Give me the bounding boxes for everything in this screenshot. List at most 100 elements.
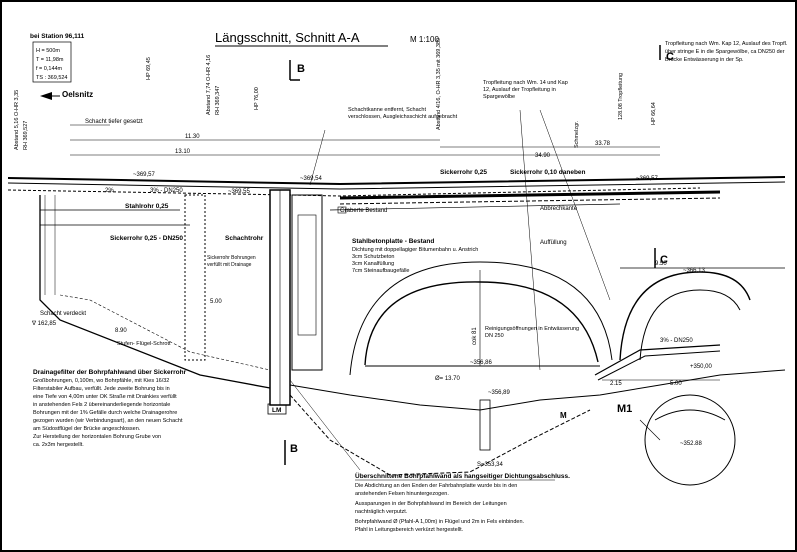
right-arch-inner — [639, 289, 741, 361]
elevation-schacht: ∇ 162,85 — [31, 320, 57, 327]
drainage-line-2: Filterstabiler Aufbau, verfüllt. Jede zw… — [33, 386, 170, 392]
elevation-4: ~369,57 — [636, 176, 659, 182]
right-drain-pipe — [594, 344, 721, 376]
label-tropfleitung-right-wrap: Tropfleitung nach Wm. Kap 12, Auslauf de… — [665, 41, 788, 63]
pile-center — [479, 399, 491, 451]
drainage-line-3: eine Tiefe von 4,00m unter OK Straße mit… — [33, 394, 177, 400]
right-vertical-4: HP 66,64 — [651, 102, 657, 125]
station-param-2: T = 11,98m — [36, 57, 64, 63]
detail-m1-elevation: ~352.88 — [680, 441, 703, 447]
dimension-500-right: 5.00 — [670, 381, 682, 387]
drainage-line-4: in anstehenden Fels 2 übereinanderliegen… — [33, 402, 170, 408]
dimension-215: 2.15 — [610, 381, 622, 387]
leader-tropfleitung-2 — [519, 109, 541, 371]
slope-left: 2% — [105, 188, 114, 194]
label-tropfleitung-right: Tropfleitung nach Wm. Kap 12, Auslauf de… — [665, 41, 788, 63]
section-mark-m: M — [560, 411, 567, 420]
label-schachtkanne: Schachtkanne entfernt, Schacht verschlos… — [348, 107, 458, 120]
bohrpfahl-line-4: nachträglich verputzt. — [355, 509, 408, 515]
label-reinigung: Reinigungsöffnungen in Entwässerung DN 2… — [485, 326, 580, 339]
road-surface-line — [7, 176, 786, 186]
ground-profile-left — [39, 195, 271, 389]
label-stahlbetonplatte-line-3: 3cm Kanalfüllung — [352, 261, 394, 267]
top-vertical-3: RH 369,347 — [215, 86, 221, 115]
fill-boundary — [59, 294, 271, 371]
grabarte-line — [329, 203, 621, 211]
label-schacht-verdeckt: Schacht verdeckt — [40, 311, 86, 317]
dimension-890: 8.90 — [115, 328, 127, 334]
station-param-3: f = 0,144m — [36, 66, 63, 72]
bohrpfahl-line-3: Aussparungen in der Bohrpfahlwand im Ber… — [355, 501, 507, 507]
detail-m1-leader — [639, 419, 661, 441]
arch-span: ~356,86 — [470, 360, 493, 366]
drainage-title: Drainagefilter der Bohrpfahlwand über Si… — [33, 369, 187, 376]
bohrpfahl-line-1: Die Abdichtung an den Enden der Fahrbahn… — [355, 483, 517, 489]
label-stahlbetonplatte-title: Stahlbetonplatte - Bestand — [352, 238, 434, 245]
label-bohrungen: Sickerrohr Bohrungen verfüllt mit Draina… — [207, 255, 256, 268]
label-sickerrohr-left: Sickerrohr 0,25 - DN250 — [110, 235, 183, 242]
drainage-line-9: ca. 2x3m hergestellt. — [33, 442, 84, 448]
arch-span-dim: Ø= 13.70 — [435, 376, 461, 382]
label-schachtkanne-wrap: Schachtkanne entfernt, Schacht verschlos… — [348, 107, 458, 120]
shaft-cover — [337, 206, 347, 214]
drainage-line-8: Zur Herstellung der horizontalen Bohrung… — [33, 434, 161, 440]
foundation-dashed — [289, 394, 591, 476]
left-vertical-2: RH 369,527 — [23, 121, 29, 150]
place-label: Oelsnitz — [62, 90, 93, 99]
detail-m1-arch — [654, 409, 726, 421]
detail-m1-circle — [644, 394, 736, 486]
right-arch — [619, 271, 751, 361]
label-abbrechen: Abbrechkante — [540, 206, 578, 212]
top-vertical-2: Abstand 7,74 O-HR 4,16 — [206, 55, 212, 115]
shaft-outline — [291, 194, 323, 371]
section-mark-b-top: B — [297, 63, 305, 75]
label-pipe-dn250-left: 3% - DN250 — [150, 188, 183, 194]
leader-schachtkanne — [309, 129, 326, 186]
slab-layer — [339, 197, 721, 205]
arch-height-label: cok 81 — [472, 327, 478, 345]
drawing-title: Längsschnitt, Schnitt A-A — [215, 30, 360, 45]
right-pipe-label: 3% - DN250 — [660, 338, 693, 344]
station-heading: bei Station 96,111 — [30, 33, 85, 40]
label-sickerrohr-top: Sickerrohr 0,10 daneben — [510, 169, 586, 176]
dimension-3378: 33.78 — [595, 141, 611, 147]
leader-bohrpfahl — [289, 379, 361, 471]
label-auffuellung: Auffüllung — [540, 240, 567, 246]
dimension-500: 5.00 — [210, 299, 222, 305]
direction-arrow-icon — [40, 92, 52, 100]
label-fluegel: Stufen- Flügel-Schrott — [117, 341, 171, 347]
label-sickerrohr-right: Sickerrohr 0,25 — [440, 169, 487, 176]
right-vertical-2: Schmelzgr. — [574, 120, 580, 148]
drain-column — [184, 194, 206, 361]
dimension-3490: 34.90 — [535, 153, 551, 159]
section-mark-lm: LM — [272, 407, 281, 414]
label-stahlbetonplatte-line-2: 3cm Schutzbeton — [352, 254, 395, 260]
drainage-line-5: Bohrungen mit der 1% Gefälle durch welch… — [33, 410, 177, 416]
elevation-6: ~356,89 — [488, 390, 511, 396]
drainage-line-7: am Südostflügel der Brücke angeschlossen… — [33, 426, 141, 432]
elevation-5: ~366,13 — [683, 268, 706, 274]
leader-tropfleitung — [539, 109, 611, 301]
top-vertical-4: HP 76,00 — [254, 87, 260, 110]
station-param-1: H = 500m — [36, 48, 60, 54]
bohrpfahl-line-5: Bohrpfahlwand Ø (Pfahl-A 1,00m) in Flüge… — [355, 519, 525, 525]
drainage-line-6: gezogen wurden (wir Verbindungsart), an … — [33, 418, 183, 424]
label-stahlbetonplatte-line-1: Dichtung mit doppellagiger Bitumenbahn u… — [352, 247, 478, 253]
section-mark-c-right: C — [660, 254, 668, 266]
label-bohrungen-wrap: Sickerrohr Bohrungen verfüllt mit Draina… — [207, 255, 256, 268]
right-vertical-3: 128.08 Tropfleitung — [618, 73, 624, 120]
label-grabarte: Graberte Bestand — [340, 208, 387, 214]
label-tropfleitung-wrap: Tropfleitung nach Wm. 14 und Kap 12, Aus… — [483, 80, 568, 100]
label-schachtrohr: Schachtrohr — [225, 235, 264, 242]
station-param-4: TS : 369,524 — [36, 75, 68, 81]
road-surface-line-2 — [7, 181, 786, 190]
foundation-line — [289, 369, 786, 411]
drawing-scale: M 1:100 — [410, 35, 439, 44]
top-vertical-1: HP 69,45 — [146, 57, 152, 80]
label-tropfleitung: Tropfleitung nach Wm. 14 und Kap 12, Aus… — [483, 80, 568, 100]
bohrpfahl-line-6: Pfahl in Leitungsbereich verkürzt herges… — [355, 527, 464, 533]
label-fluegel-wrap: Stufen- Flügel-Schrott — [117, 341, 171, 347]
dimension-1310: 13.10 — [175, 149, 191, 155]
dimension-950: 9.50 — [655, 261, 667, 267]
